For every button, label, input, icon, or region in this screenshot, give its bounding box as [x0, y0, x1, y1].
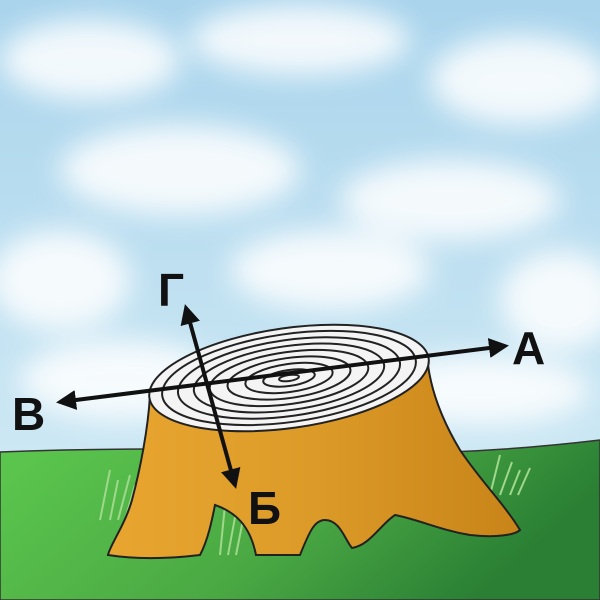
label-g: Г — [158, 264, 184, 316]
label-a: А — [512, 322, 545, 374]
arrow-v-a — [56, 338, 509, 410]
label-v: В — [12, 388, 45, 440]
direction-arrows — [56, 304, 509, 489]
arrow-g-b — [180, 304, 241, 489]
label-b: Б — [248, 482, 281, 534]
